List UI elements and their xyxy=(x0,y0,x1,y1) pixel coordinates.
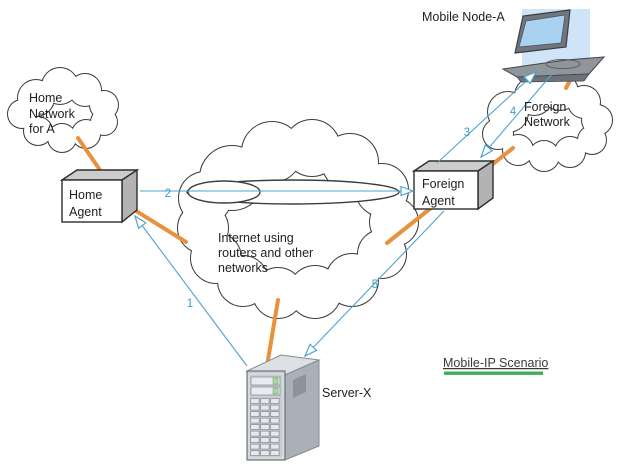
flow-arrow-2: 2 xyxy=(140,185,415,200)
foreign-network-line-2: Network xyxy=(524,115,571,129)
server-led xyxy=(272,387,279,395)
foreign-agent-box-front xyxy=(413,170,479,210)
laptop-hinge-detail xyxy=(545,59,581,69)
arrow-5-label: 5 xyxy=(372,279,378,291)
arrow-3-label: 3 xyxy=(464,127,470,139)
laptop-screen xyxy=(518,14,566,48)
flow-arrow-4: 4 xyxy=(479,73,553,159)
flow-arrow-3: 3 xyxy=(436,70,538,164)
arrow-4-line xyxy=(479,73,553,159)
link-internet-server xyxy=(265,298,280,368)
server-front-frame xyxy=(248,373,284,459)
home-agent-box-side xyxy=(121,168,138,224)
tunnel xyxy=(186,179,400,205)
internet-line-3: networks xyxy=(218,261,268,275)
foreign-agent-node: Foreign Agent xyxy=(411,159,496,211)
server-drive-bay xyxy=(250,386,281,396)
home-agent-node: Home Agent xyxy=(59,168,140,224)
server-side-face xyxy=(284,359,320,461)
diagram-title-text: Mobile-IP Scenario xyxy=(443,356,548,370)
diagram-title: Mobile-IP Scenario xyxy=(443,356,548,375)
arrow-1-label: 1 xyxy=(187,298,193,310)
flow-arrows: 1 2 3 4 5 xyxy=(133,70,553,367)
server-drive-bay xyxy=(250,376,281,386)
foreign-agent-label: Agent xyxy=(422,194,455,208)
server-side-vent xyxy=(293,374,306,398)
foreign-agent-label: Foreign xyxy=(422,177,464,191)
link-homecloud-homeagent xyxy=(76,136,104,175)
tunnel-mouth xyxy=(187,180,261,204)
home-agent-label: Agent xyxy=(69,205,102,219)
arrow-2-label: 2 xyxy=(165,188,171,200)
internet-cloud-body xyxy=(178,120,418,318)
flow-arrow-1: 1 xyxy=(133,214,248,367)
home-agent-label: Home xyxy=(69,188,102,202)
home-network-line-2: Network xyxy=(29,107,76,121)
foreign-network-line-1: Foreign xyxy=(524,100,566,114)
arrow-1-line xyxy=(133,214,248,367)
internet-cloud xyxy=(177,119,419,319)
arrow-3-line xyxy=(436,70,538,164)
server-label: Server-X xyxy=(322,386,372,400)
home-network-line-1: Home xyxy=(29,91,62,105)
title-underline xyxy=(444,371,543,375)
server-icon xyxy=(245,354,321,461)
arrow-5-line xyxy=(303,210,445,358)
foreign-network-label: Foreign Network xyxy=(524,100,571,129)
mobile-node xyxy=(501,9,606,83)
internet-line-1: Internet using xyxy=(218,231,294,245)
internet-label: Internet using routers and other network… xyxy=(218,231,313,275)
internet-line-2: routers and other xyxy=(218,246,313,260)
server-led xyxy=(272,377,279,385)
home-agent-box-front xyxy=(61,179,123,223)
home-network-line-3: for A xyxy=(29,122,55,136)
arrow-4-label: 4 xyxy=(510,106,517,118)
flow-arrow-5: 5 xyxy=(303,210,445,358)
link-internet-foreignagent xyxy=(385,202,438,245)
home-network-label: Home Network for A xyxy=(29,91,76,136)
mobile-node-label: Mobile Node-A xyxy=(422,10,505,24)
server-slot-grid xyxy=(250,398,280,457)
